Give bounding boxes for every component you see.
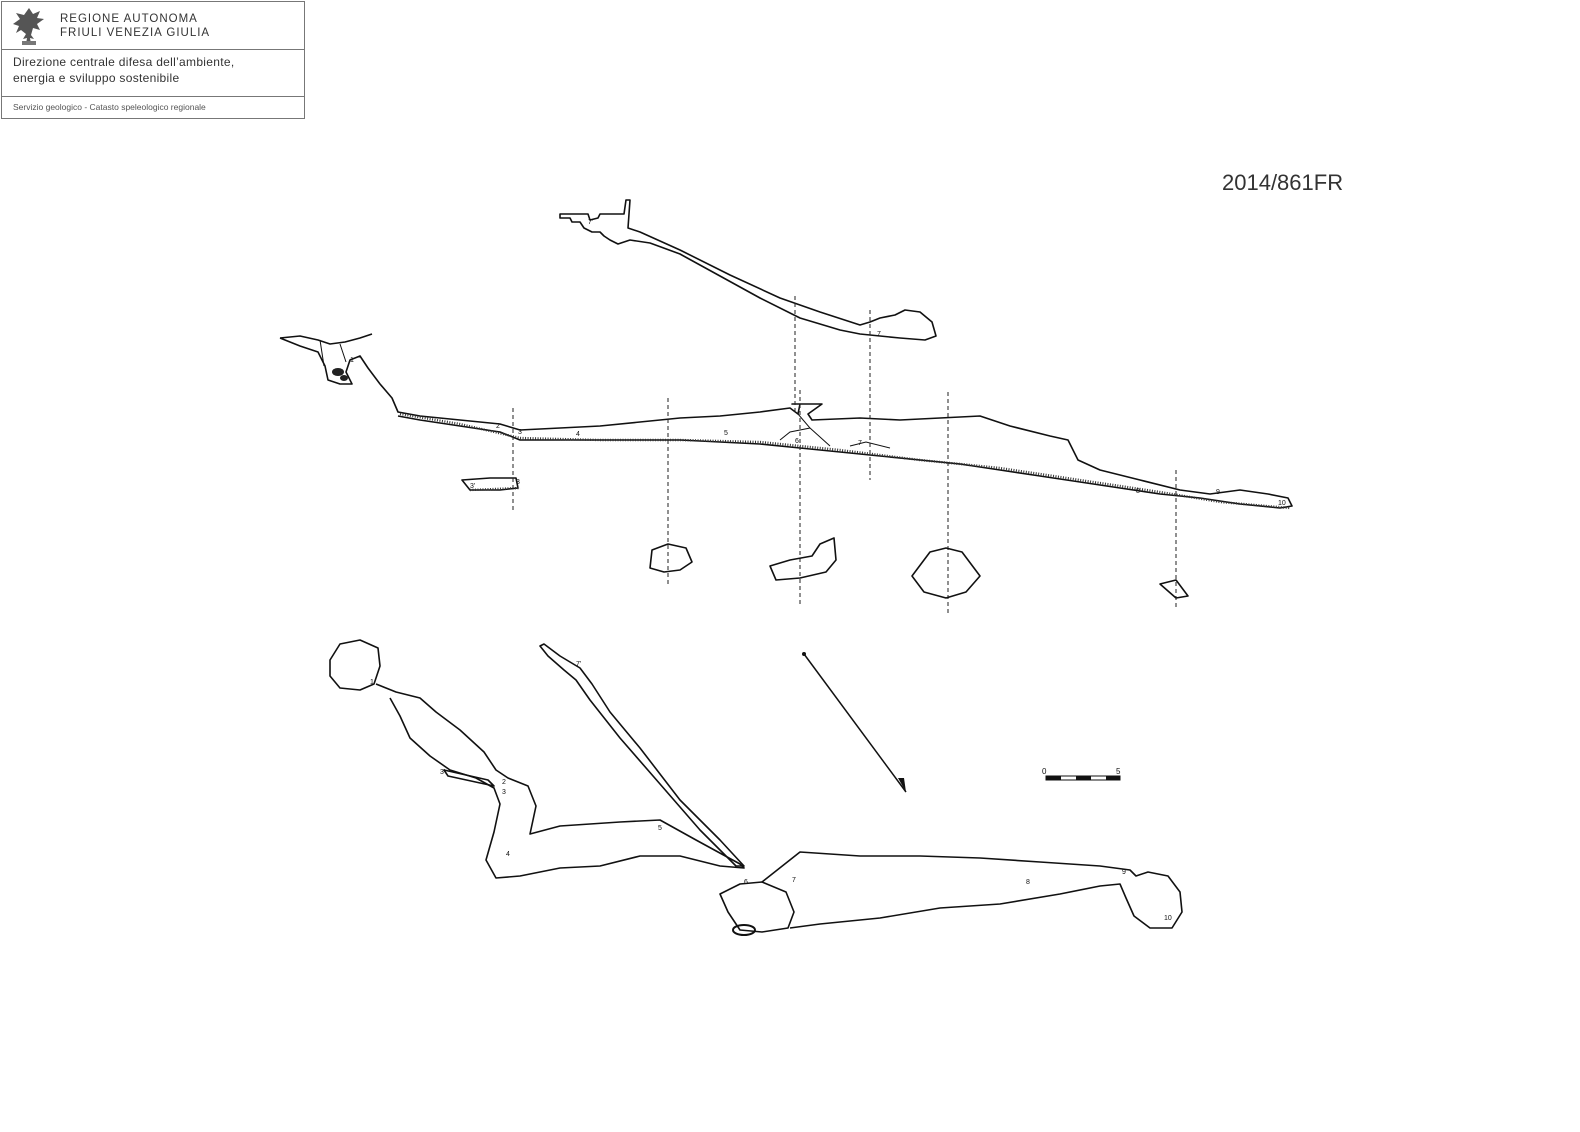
cross-section — [1159, 579, 1189, 599]
scale-end-label: 5 — [1116, 767, 1121, 776]
station-label: 3 — [518, 429, 522, 436]
region-row: REGIONE AUTONOMA FRIULI VENEZIA GIULIA — [2, 2, 304, 50]
service-row: Servizio geologico - Catasto speleologic… — [2, 97, 304, 119]
station-label: 3 — [502, 789, 506, 796]
cross-section — [769, 537, 837, 581]
station-label: 8 — [1026, 879, 1030, 886]
station-label: 1 — [370, 679, 374, 686]
document-code: 2014/861FR — [1222, 170, 1344, 195]
side-passage-profile: 7' 7 — [559, 199, 937, 341]
station-label: 7 — [858, 440, 862, 447]
station-label: 7 — [877, 331, 881, 338]
department-line2: energia e sviluppo sostenibile — [13, 71, 180, 85]
station-label: 6 — [744, 879, 748, 886]
region-name-line2: FRIULI VENEZIA GIULIA — [60, 27, 211, 39]
department-line1: Direzione centrale difesa dell’ambiente, — [13, 55, 235, 69]
station-label: 3' — [470, 483, 475, 490]
scale-start-label: 0 — [1042, 767, 1047, 776]
rock-block — [340, 375, 348, 381]
station-label: 4 — [506, 851, 510, 858]
region-name-line1: REGIONE AUTONOMA — [60, 13, 198, 25]
scale-bar: 0 5 — [1042, 767, 1121, 781]
plan-view: 1 2 3 3' 4 5 6 7' 7 8 9 10 — [329, 639, 1183, 936]
shaft-opening — [732, 924, 756, 936]
side-passage-3: 3' 3 — [461, 477, 521, 492]
station-label: 6 — [795, 438, 799, 445]
north-arrow-icon — [802, 652, 907, 793]
station-label: 1 — [350, 357, 354, 364]
eagle-logo-icon — [13, 8, 44, 45]
service-name: Servizio geologico - Catasto speleologic… — [13, 102, 206, 112]
station-label: 7' — [576, 661, 581, 668]
station-label: 3 — [516, 479, 520, 486]
station-label: 7' — [588, 219, 593, 226]
station-label: 5 — [658, 825, 662, 832]
title-block: REGIONE AUTONOMA FRIULI VENEZIA GIULIA D… — [1, 1, 305, 119]
station-label: 2 — [502, 779, 506, 786]
station-label: 7 — [792, 877, 796, 884]
station-label: 9 — [1216, 489, 1220, 496]
station-label: 10 — [1278, 500, 1286, 507]
section-lines — [512, 296, 1177, 614]
cross-section — [911, 547, 981, 599]
cross-sections — [649, 537, 1189, 599]
department-row: Direzione centrale difesa dell’ambiente,… — [2, 49, 304, 97]
cross-section — [649, 543, 693, 573]
station-label: 4 — [576, 431, 580, 438]
station-label: 10 — [1164, 915, 1172, 922]
main-profile: 1 2 3 4 5 6 7 8 9 10 — [279, 333, 1293, 510]
rock-block — [332, 368, 344, 376]
station-label: 8 — [1136, 488, 1140, 495]
station-label: 2 — [496, 423, 500, 430]
station-label: 3' — [440, 769, 445, 776]
station-label: 9 — [1122, 869, 1126, 876]
station-label: 5 — [724, 430, 728, 437]
